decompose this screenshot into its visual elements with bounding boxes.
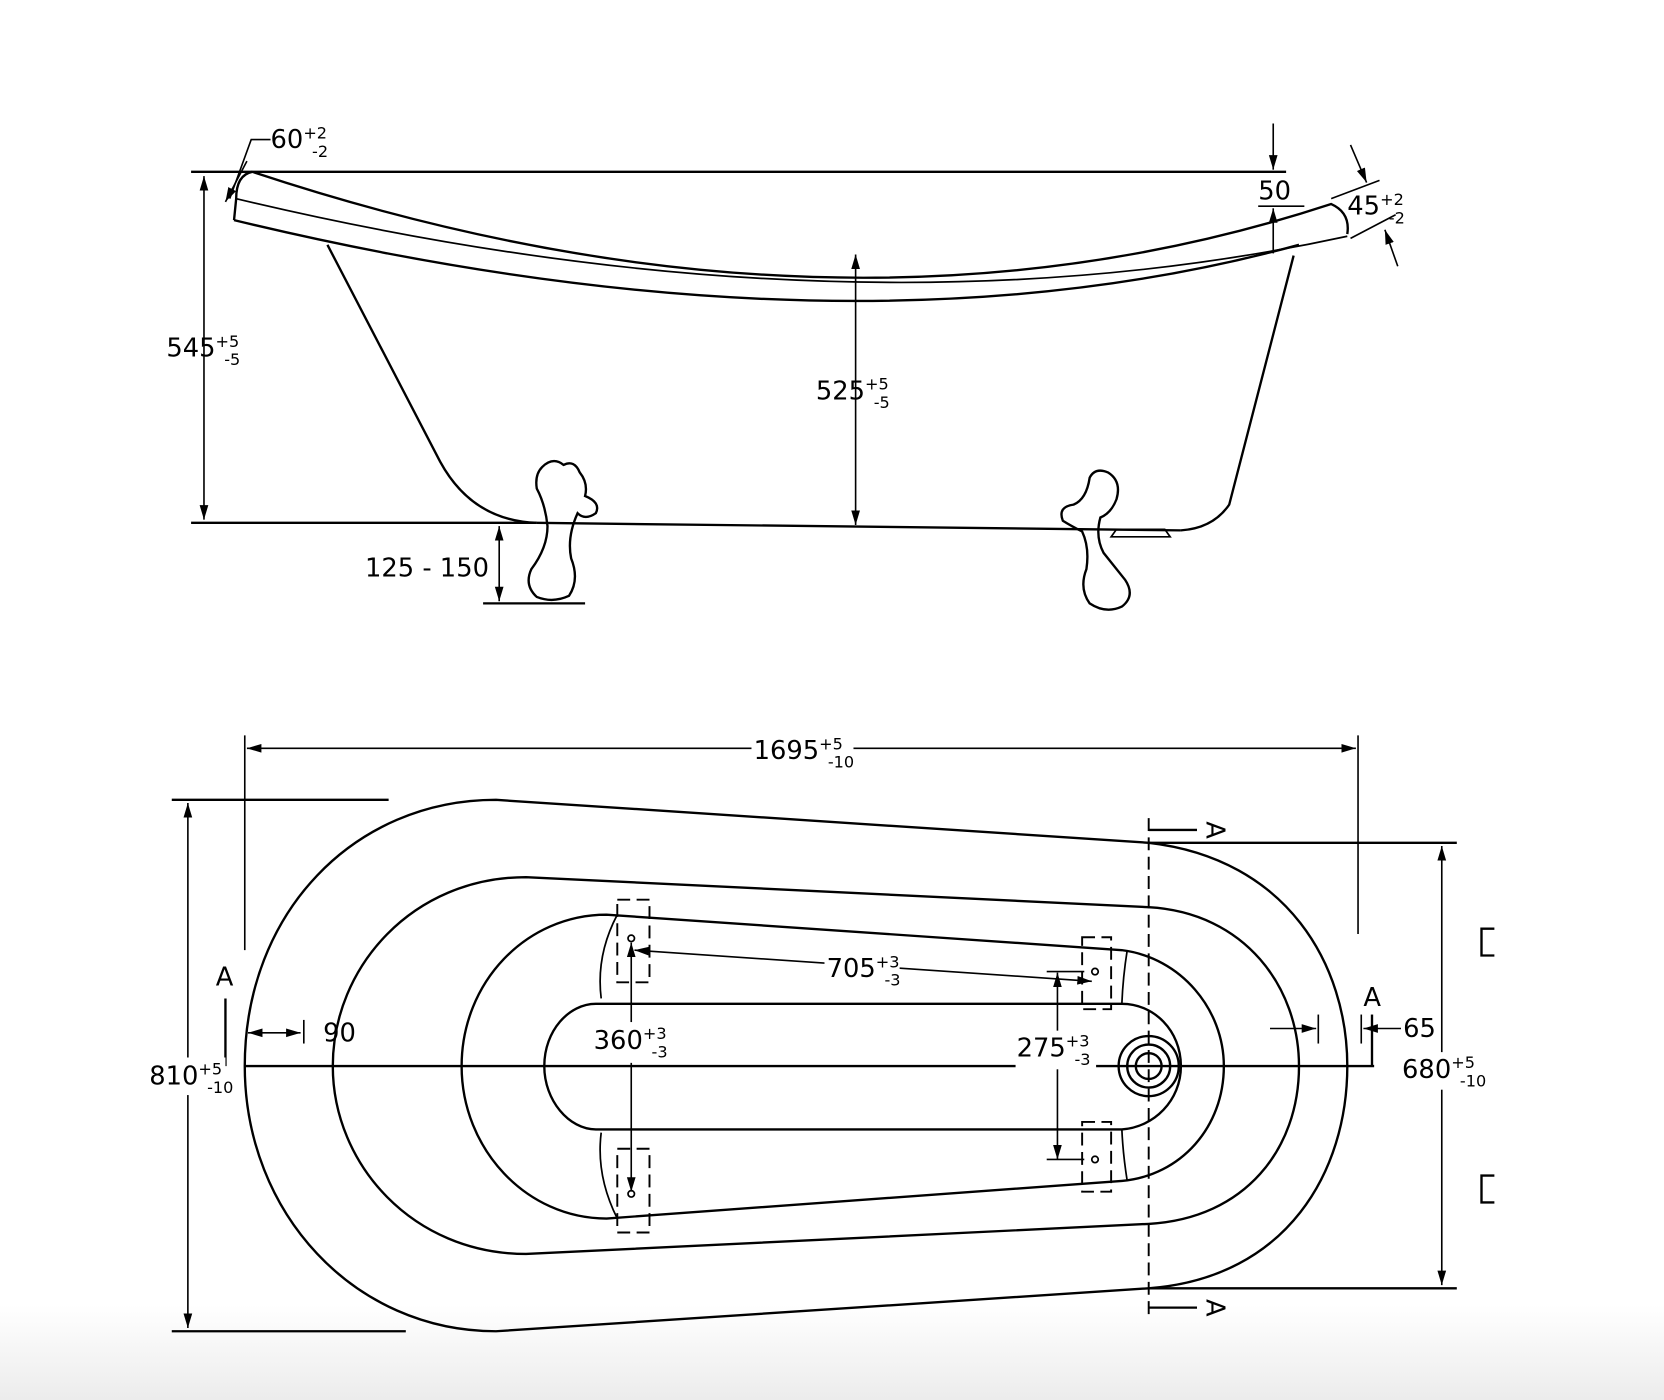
tub-floor-outline (543, 1002, 1183, 1131)
page-shadow (0, 1305, 1664, 1400)
rim-edge-extension (1330, 179, 1380, 200)
tub-outer-outline (243, 798, 1349, 1333)
plan-view: A A A A 1695+5-10 810+5-10 680+5-10 90 6… (148, 732, 1495, 1333)
narrow-width-dimension-label: 680+5-10 (1402, 1053, 1486, 1090)
tub-basin-outline (460, 913, 1226, 1220)
rim-left-cap (232, 170, 253, 221)
rim-edge-arrow-top (1349, 144, 1368, 183)
rim-width-arrow (224, 160, 248, 203)
label-background (592, 1022, 670, 1063)
rim-edge-arrow-bottom (1384, 229, 1399, 267)
depth-dimension-label: 525+5-5 (816, 375, 890, 412)
width-dimension-label: 810+5-10 (149, 1060, 233, 1097)
label-background (1015, 1030, 1097, 1070)
label-background (751, 732, 854, 765)
length-dimension-label: 1695+5-10 (754, 734, 855, 771)
foot-spacing-long-label: 705+3-3 (827, 952, 901, 989)
section-label-left: A (216, 963, 234, 993)
label-background (1400, 1052, 1482, 1090)
foot-mount-foot-bottom (1081, 1120, 1113, 1193)
section-label-bottom: A (1200, 1299, 1230, 1317)
mount-hole (627, 934, 636, 943)
foot-spacing-foot-label: 275+3-3 (1017, 1032, 1091, 1069)
tub-right-side (1180, 255, 1295, 532)
rim-inner-curve (235, 197, 1348, 284)
clawfoot-leg-right (1060, 469, 1131, 611)
mount-hole (1090, 967, 1100, 976)
clawfoot-leg-left (527, 459, 599, 602)
side-view: 545+5-5 525+5-5 125 - 150 50 60+2-2 45+2… (166, 123, 1405, 611)
rim-drop-label: 50 (1258, 177, 1291, 207)
tub-bottom (536, 521, 1181, 532)
label-background (148, 1057, 226, 1096)
rim-top-curve (251, 170, 1349, 279)
foot-spacing-head-label: 360+3-3 (594, 1024, 668, 1061)
rim-edge-label: 45+2-2 (1347, 190, 1405, 227)
tub-rim-inner-outline (331, 875, 1301, 1256)
wall-bracket-marks (1480, 927, 1495, 1204)
right-offset-label: 65 (1403, 1014, 1436, 1044)
leg-height-label: 125 - 150 (365, 554, 489, 584)
section-label-top: A (1200, 821, 1230, 839)
section-label-right: A (1363, 983, 1381, 1013)
rim-edge-extension-2 (1350, 214, 1396, 240)
height-dimension-label: 545+5-5 (166, 332, 240, 369)
rim-width-label: 60+2-2 (271, 124, 329, 161)
mount-hole (1090, 1155, 1100, 1164)
drain-middle-ring (1126, 1043, 1172, 1089)
label-background (824, 950, 900, 988)
basin-curve-lines (599, 914, 1129, 1219)
rim-bottom-curve (233, 218, 1300, 303)
tub-left-side (326, 244, 537, 525)
drain-outlet (1109, 528, 1172, 538)
left-offset-label: 90 (323, 1018, 356, 1048)
